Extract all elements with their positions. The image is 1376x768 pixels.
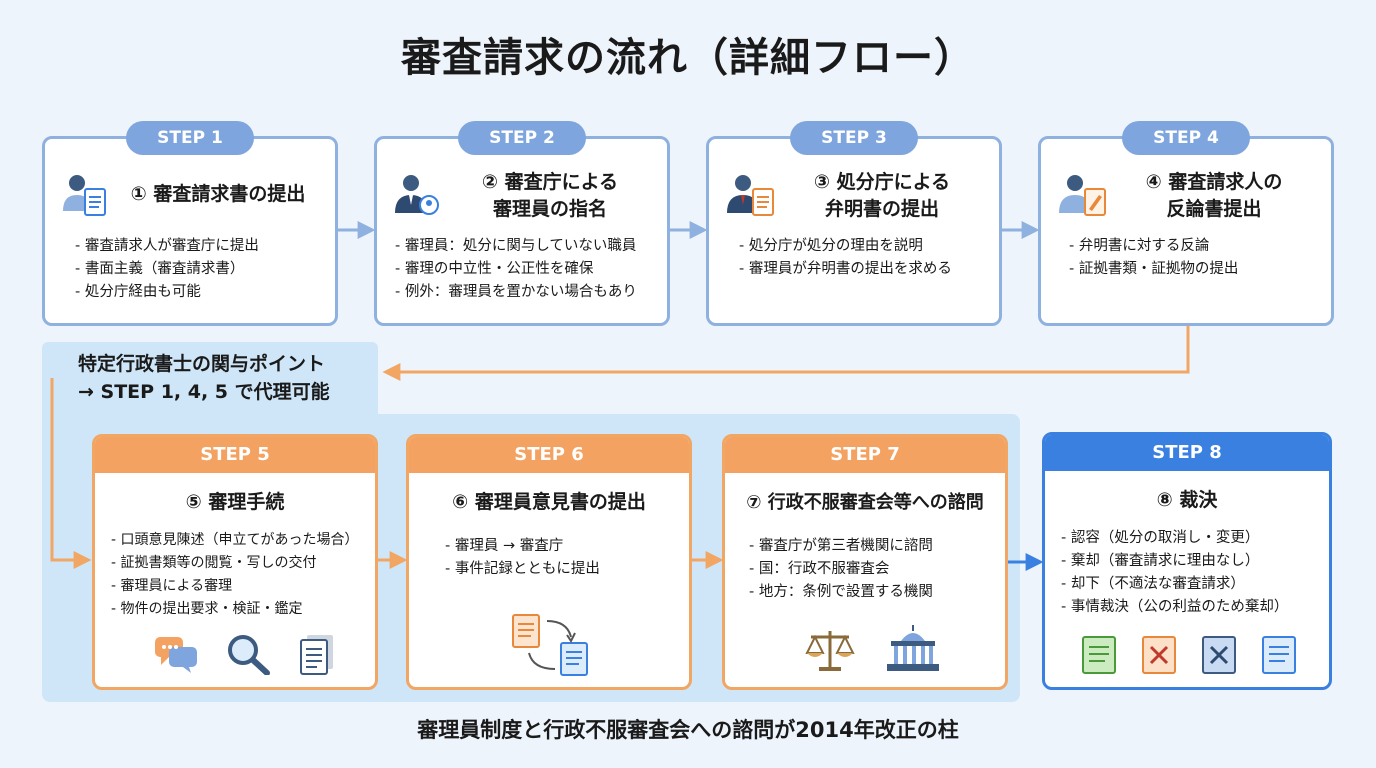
- step-2-heading-line1: ② 審査庁による: [481, 171, 619, 193]
- step-1-heading-line: ① 審査請求書の提出: [130, 183, 306, 205]
- step-7-card: STEP 7 ⑦ 行政不服審査会等への諮問 審査庁が第三者機関に諮問 国：行政不…: [722, 434, 1008, 690]
- list-item: 審理員：処分に関与していない職員: [395, 235, 637, 258]
- list-item: 証拠書類等の閲覧・写しの交付: [111, 552, 359, 575]
- footer-summary: 審理員制度と行政不服審査会への諮問が2014年改正の柱: [417, 718, 959, 742]
- list-item: 弁明書に対する反論: [1069, 235, 1238, 258]
- list-item: 審理員による審理: [111, 575, 359, 598]
- page-title: 審査請求の流れ（詳細フロー）: [401, 35, 975, 81]
- list-item: 物件の提出要求・検証・鑑定: [111, 598, 359, 621]
- step-4-label: STEP 4: [1122, 121, 1250, 155]
- step-5-items: 口頭意見陳述（申立てがあった場合） 証拠書類等の閲覧・写しの交付 審理員による審…: [111, 529, 359, 621]
- step-7-label: STEP 7: [725, 437, 1005, 473]
- scales-icon: [805, 631, 855, 671]
- step-5-heading-line: ⑤ 審理手続: [185, 491, 285, 513]
- step-5-label: STEP 5: [95, 437, 375, 473]
- step-8-icons: [1081, 635, 1297, 675]
- step-8-card: STEP 8 ⑧ 裁決 認容（処分の取消し・変更） 棄却（審査請求に理由なし） …: [1042, 432, 1332, 690]
- step-6-items: 審理員 → 審査庁 事件記録とともに提出: [445, 535, 600, 581]
- list-item: 審理の中立性・公正性を確保: [395, 258, 637, 281]
- step-5-card: STEP 5 ⑤ 審理手続 口頭意見陳述（申立てがあった場合） 証拠書類等の閲覧…: [92, 434, 378, 690]
- step-3-heading-line1: ③ 処分庁による: [813, 171, 951, 193]
- list-item: 口頭意見陳述（申立てがあった場合）: [111, 529, 359, 552]
- list-item: 例外：審理員を置かない場合もあり: [395, 281, 637, 304]
- step-1-items: 審査請求人が審査庁に提出 書面主義（審査請求書） 処分庁経由も可能: [75, 235, 259, 304]
- list-item: 処分庁経由も可能: [75, 281, 259, 304]
- official-badge-icon: [395, 175, 439, 215]
- step-3-label: STEP 3: [790, 121, 918, 155]
- step-8-heading-line: ⑧ 裁決: [1156, 489, 1218, 511]
- agent-zone-label-area: [42, 342, 378, 424]
- step-1-card: STEP 1 ① 審査請求書の提出 審査請求人が審査庁に提出 書面主義（審査請求…: [42, 121, 338, 326]
- dismissed-x-icon: [1202, 636, 1236, 674]
- step-5-icons: [153, 633, 337, 675]
- step-5-heading: ⑤ 審理手続: [95, 489, 375, 516]
- step-3-items: 処分庁が処分の理由を説明 審理員が弁明書の提出を求める: [739, 235, 952, 281]
- agent-note-line2: → STEP 1, 4, 5 で代理可能: [78, 381, 330, 403]
- agent-note: 特定行政書士の関与ポイント → STEP 1, 4, 5 で代理可能: [78, 350, 378, 406]
- step-2-items: 審理員：処分に関与していない職員 審理の中立性・公正性を確保 例外：審理員を置か…: [395, 235, 637, 304]
- step-6-card: STEP 6 ⑥ 審理員意見書の提出 審理員 → 審査庁 事件記録とともに提出: [406, 434, 692, 690]
- step-2-card: STEP 2 ② 審査庁による 審理員の指名 審理員：処分に関与していない職員 …: [374, 121, 670, 326]
- list-item: 処分庁が処分の理由を説明: [739, 235, 952, 258]
- step-8-heading: ⑧ 裁決: [1045, 487, 1329, 514]
- step-3-heading-line2: 弁明書の提出: [824, 198, 939, 220]
- step-1-heading: ① 審査請求書の提出: [45, 181, 335, 208]
- list-item: 証拠書類・証拠物の提出: [1069, 258, 1239, 281]
- list-item: 事件記録とともに提出: [445, 558, 600, 581]
- step-8-label: STEP 8: [1045, 435, 1329, 471]
- chat-bubbles-icon: [155, 637, 197, 673]
- person-document-icon: [63, 175, 106, 216]
- arrow-4-5: [382, 326, 1190, 381]
- step-7-icons: [805, 625, 941, 673]
- list-item: 却下（不適法な審査請求）: [1061, 573, 1288, 596]
- list-item: 棄却（審査請求に理由なし）: [1061, 550, 1288, 573]
- step-7-heading: ⑦ 行政不服審査会等への諮問: [725, 489, 1005, 516]
- step-6-heading-line: ⑥ 審理員意見書の提出: [452, 491, 646, 513]
- person-pen-document-icon: [1059, 175, 1106, 216]
- step-4-heading: ④ 審査請求人の 反論書提出: [1041, 169, 1331, 223]
- list-item: 国：行政不服審査会: [749, 558, 933, 581]
- list-item: 審理員が弁明書の提出を求める: [739, 258, 952, 281]
- step-4-items: 弁明書に対する反論 証拠書類・証拠物の提出: [1069, 235, 1239, 281]
- rejected-x-icon: [1142, 636, 1176, 674]
- government-building-icon: [887, 625, 939, 671]
- step-2-label: STEP 2: [458, 121, 586, 155]
- list-item: 事情裁決（公の利益のため棄却）: [1061, 596, 1289, 619]
- list-item: 認容（処分の取消し・変更）: [1061, 527, 1288, 550]
- step-3-card: STEP 3 ③ 処分庁による 弁明書の提出 処分庁が処分の理由を説明 審理員が…: [706, 121, 1002, 326]
- step-3-heading: ③ 処分庁による 弁明書の提出: [709, 169, 999, 223]
- step-2-heading: ② 審査庁による 審理員の指名: [377, 169, 667, 223]
- list-item: 地方：条例で設置する機関: [749, 581, 933, 604]
- list-item: 書面主義（審査請求書）: [75, 258, 259, 281]
- step-4-heading-line2: 反論書提出: [1166, 198, 1262, 220]
- approved-document-icon: [1082, 636, 1116, 674]
- magnifier-icon: [228, 635, 270, 675]
- step-8-items: 認容（処分の取消し・変更） 棄却（審査請求に理由なし） 却下（不適法な審査請求）…: [1061, 527, 1289, 619]
- step-7-items: 審査庁が第三者機関に諮問 国：行政不服審査会 地方：条例で設置する機関: [749, 535, 933, 604]
- agent-note-line1: 特定行政書士の関与ポイント: [78, 353, 326, 375]
- list-item: 審査請求人が審査庁に提出: [75, 235, 259, 258]
- document-exchange-icon: [512, 614, 588, 676]
- step-1-label: STEP 1: [126, 121, 254, 155]
- list-item: 審理員 → 審査庁: [445, 535, 600, 558]
- step-6-heading: ⑥ 審理員意見書の提出: [409, 489, 689, 516]
- list-item: 審査庁が第三者機関に諮問: [749, 535, 933, 558]
- step-7-heading-line: ⑦ 行政不服審査会等への諮問: [746, 492, 984, 513]
- step-4-card: STEP 4 ④ 審査請求人の 反論書提出 弁明書に対する反論 証拠書類・証拠物…: [1038, 121, 1334, 326]
- step-6-label: STEP 6: [409, 437, 689, 473]
- official-document-icon: [727, 175, 774, 216]
- documents-icon: [300, 635, 333, 675]
- step-4-heading-line1: ④ 審査請求人の: [1145, 171, 1283, 193]
- step-2-heading-line2: 審理員の指名: [492, 198, 607, 220]
- document-icon: [1262, 636, 1296, 674]
